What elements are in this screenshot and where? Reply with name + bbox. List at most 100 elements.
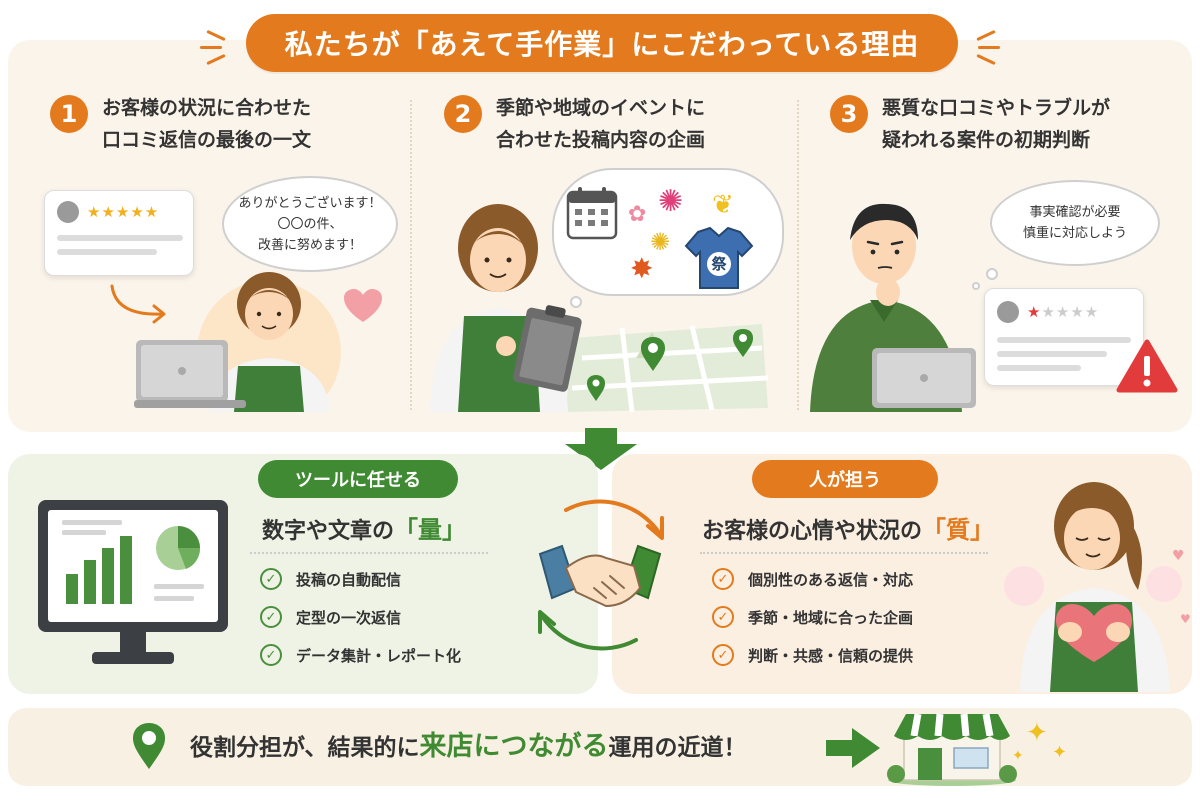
bubble-tail — [986, 268, 998, 280]
handshake-icon — [538, 544, 662, 608]
down-arrow-icon — [565, 428, 637, 470]
page-title: 私たちが「あえて手作業」にこだわっている理由 — [246, 14, 958, 72]
tool-check-label: データ集計・レポート化 — [296, 646, 462, 665]
fireworks-icon: ✺ — [658, 184, 684, 219]
check-icon: ✓ — [260, 644, 282, 666]
reply-bubble-line: 改善に努めます！ — [257, 237, 362, 253]
tool-check-item: ✓ 定型の一次返信 — [260, 598, 461, 636]
staff-planning-illustration — [430, 204, 582, 412]
column-divider — [410, 100, 412, 410]
handshake-cycle-illustration — [538, 499, 664, 651]
heart-icon — [344, 289, 382, 322]
tool-divider — [250, 552, 488, 554]
reviewer-avatar-icon — [997, 301, 1019, 323]
column-divider — [797, 100, 799, 410]
tool-check-label: 定型の一次返信 — [296, 608, 402, 627]
review-text-line — [57, 249, 157, 255]
review-text-line — [997, 365, 1081, 371]
check-icon: ✓ — [712, 568, 734, 590]
human-divider — [700, 552, 988, 554]
review-text-line — [57, 235, 183, 241]
tool-heading-prefix: 数字や文章の — [262, 519, 395, 544]
map-pin-icon — [587, 375, 605, 401]
warning-icon — [1116, 339, 1178, 393]
map-pin-icon — [133, 723, 165, 769]
human-check-label: 個別性のある返信・対応 — [748, 570, 914, 589]
thought-speech-bubble: 事実確認が必要 慎重に対応しよう — [990, 180, 1160, 266]
analytics-monitor-illustration — [38, 500, 228, 664]
sparkle-icon: ✦ — [1012, 748, 1024, 764]
reason-3-text: 悪質な口コミやトラブルが 疑われる案件の初期判断 — [882, 92, 1110, 156]
five-star-rating-icon: ★★★★★ — [87, 203, 160, 221]
bubble-tail — [570, 296, 582, 308]
human-checklist: ✓ 個別性のある返信・対応 ✓ 季節・地域に合った企画 ✓ 判断・共感・信頼の提供 — [712, 560, 913, 674]
check-icon: ✓ — [712, 606, 734, 628]
tool-check-item: ✓ 投稿の自動配信 — [260, 560, 461, 598]
reason-1-line1: お客様の状況に合わせた — [102, 97, 312, 119]
human-check-item: ✓ 判断・共感・信頼の提供 — [712, 636, 913, 674]
check-icon: ✓ — [712, 644, 734, 666]
human-check-item: ✓ 季節・地域に合った企画 — [712, 598, 913, 636]
staff-at-laptop-illustration — [134, 272, 341, 412]
tool-heading-emphasis: 「量」 — [394, 516, 467, 544]
tool-tag: ツールに任せる — [258, 460, 458, 498]
one-star-rating-icon: ★★★★★ — [1027, 303, 1100, 321]
ginkgo-leaf-icon: ❦ — [712, 190, 734, 220]
reason-number-3: 3 — [830, 95, 868, 133]
reply-bubble-line: ありがとうございます！ — [238, 195, 382, 211]
conclusion-text-after: 運用の近道！ — [608, 735, 747, 761]
staff-with-heart-illustration — [1004, 482, 1182, 692]
sparkle-icon: ✦ — [1026, 718, 1048, 748]
conclusion-text: 役割分担が、結果的に来店につながる運用の近道！ — [190, 727, 747, 768]
reason-2-text: 季節や地域のイベントに 合わせた投稿内容の企画 — [496, 92, 705, 156]
reason-3-line1: 悪質な口コミやトラブルが — [882, 97, 1111, 119]
title-spark — [200, 46, 222, 49]
festival-happi-coat-icon — [684, 226, 754, 289]
conclusion-text-before: 役割分担が、結果的に — [190, 735, 420, 761]
human-heading-emphasis: 「質」 — [922, 516, 995, 544]
human-check-item: ✓ 個別性のある返信・対応 — [712, 560, 913, 598]
tool-heading: 数字や文章の「量」 — [262, 510, 466, 545]
map-pin-icon — [641, 337, 665, 371]
human-heading-prefix: お客様の心情や状況の — [702, 519, 923, 544]
review-card-positive: ★★★★★ — [44, 190, 194, 276]
reason-2-line2: 合わせた投稿内容の企画 — [496, 129, 706, 151]
maple-leaf-icon: ✸ — [630, 252, 654, 285]
small-heart-icon: ♥ — [1180, 612, 1191, 626]
check-icon: ✓ — [260, 606, 282, 628]
check-icon: ✓ — [260, 568, 282, 590]
calendar-icon — [566, 187, 618, 240]
human-check-label: 季節・地域に合った企画 — [748, 608, 914, 627]
small-heart-icon: ♥ — [1172, 548, 1185, 564]
fireworks-icon: ✺ — [650, 228, 671, 256]
thought-bubble-line: 慎重に対応しよう — [1022, 226, 1127, 241]
bubble-tail — [972, 282, 980, 290]
reviewer-avatar-icon — [57, 201, 79, 223]
human-check-label: 判断・共感・信頼の提供 — [748, 646, 914, 665]
shop-icon — [887, 713, 1017, 786]
reason-number-1: 1 — [50, 95, 88, 133]
conclusion-text-emphasis: 来店につながる — [419, 731, 609, 762]
staff-reviewing-illustration — [810, 203, 976, 412]
tool-check-label: 投稿の自動配信 — [296, 570, 402, 589]
review-card-negative: ★★★★★ — [984, 288, 1144, 386]
reason-2-line1: 季節や地域のイベントに — [496, 97, 706, 119]
cherry-blossom-icon: ✿ — [628, 202, 647, 227]
sparkle-icon: ✦ — [1052, 742, 1068, 763]
flow-arrow-icon — [110, 284, 166, 324]
reply-speech-bubble: ありがとうございます！ 〇〇の件、 改善に努めます！ — [222, 176, 398, 272]
review-text-line — [997, 351, 1107, 357]
reply-bubble-line: 〇〇の件、 — [277, 216, 343, 232]
human-tag: 人が担う — [752, 460, 938, 498]
festival-character: 祭 — [711, 255, 727, 273]
thought-bubble-line: 事実確認が必要 — [1029, 205, 1121, 220]
review-text-line — [997, 337, 1131, 343]
map-pin-icon — [733, 329, 753, 357]
reason-1-line2: 口コミ返信の最後の一文 — [102, 129, 312, 151]
arrow-right-icon — [826, 728, 880, 768]
human-heading: お客様の心情や状況の「質」 — [702, 510, 994, 545]
reason-3-line2: 疑われる案件の初期判断 — [882, 129, 1091, 151]
reason-number-2: 2 — [444, 95, 482, 133]
tool-checklist: ✓ 投稿の自動配信 ✓ 定型の一次返信 ✓ データ集計・レポート化 — [260, 560, 461, 674]
reason-1-text: お客様の状況に合わせた 口コミ返信の最後の一文 — [102, 92, 311, 156]
